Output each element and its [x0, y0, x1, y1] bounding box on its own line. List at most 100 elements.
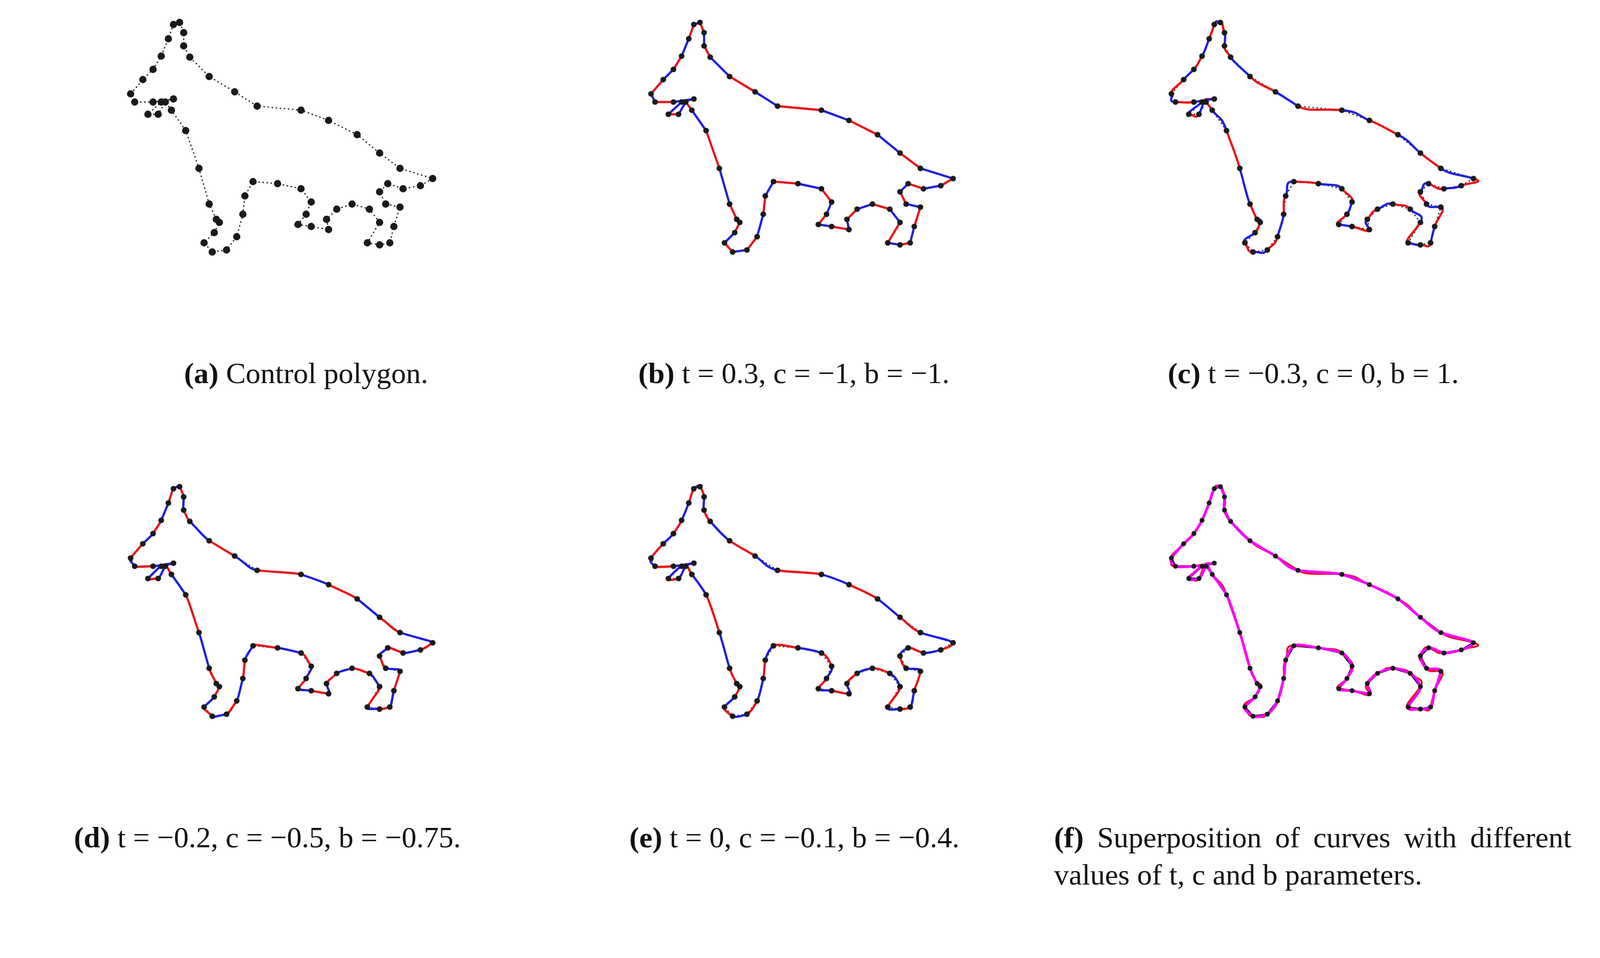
spline-segment — [797, 647, 822, 654]
control-point — [1228, 518, 1234, 524]
control-point — [920, 650, 927, 656]
spline-segment — [1443, 650, 1462, 654]
control-polygon — [651, 22, 954, 253]
spline-segment — [1434, 671, 1441, 691]
control-point — [1191, 563, 1197, 569]
control-point — [157, 98, 165, 106]
control-point — [701, 493, 707, 500]
control-point — [917, 629, 923, 636]
control-point — [307, 198, 315, 206]
control-point — [206, 665, 212, 671]
control-point — [1198, 98, 1205, 105]
caption-text: Superposition of curves with different v… — [1054, 820, 1572, 892]
spline-segment — [1430, 690, 1435, 708]
subfigure-caption: (b) t = 0.3, c = −1, b = −1. — [538, 354, 1049, 392]
spline-segment — [706, 594, 720, 633]
control-point — [376, 653, 383, 659]
control-point — [294, 685, 301, 692]
caption-text: t = 0, c = −0.1, b = −0.4. — [669, 820, 960, 855]
control-point — [208, 248, 216, 256]
control-point — [815, 685, 821, 692]
spline-segment — [1250, 668, 1258, 684]
control-point — [1441, 650, 1447, 656]
control-point — [690, 95, 697, 102]
control-point — [429, 175, 437, 183]
control-point — [652, 563, 658, 569]
control-point — [703, 127, 709, 134]
spline-segment — [1341, 574, 1370, 585]
control-point — [688, 107, 695, 113]
spline-segment — [1267, 701, 1278, 715]
control-point — [155, 575, 161, 582]
control-point — [1264, 246, 1270, 253]
control-point — [828, 663, 835, 669]
spline-segment — [821, 574, 849, 585]
caption-text: t = −0.3, c = 0, b = 1. — [1208, 356, 1460, 390]
control-point — [149, 98, 157, 106]
control-point — [760, 675, 766, 682]
control-point — [1437, 165, 1444, 171]
control-point — [1199, 517, 1205, 523]
spline-segment — [1341, 110, 1370, 121]
spline-segment — [198, 632, 210, 669]
spline-segment — [1250, 668, 1258, 684]
spline-segment — [171, 574, 186, 595]
control-point — [1190, 98, 1197, 105]
spline-segment — [1239, 632, 1250, 669]
spline-segment — [277, 647, 302, 654]
spline-segment — [185, 594, 199, 633]
control-point — [365, 205, 373, 213]
control-point — [818, 107, 824, 113]
spline-segment — [1420, 617, 1441, 633]
control-point — [1417, 706, 1423, 712]
spline-segment — [1226, 594, 1240, 633]
control-point — [1364, 681, 1370, 687]
spline-segment — [400, 632, 433, 643]
caption-text: t = 0.3, c = −1, b = −1. — [681, 356, 949, 390]
control-point — [131, 98, 139, 106]
spline-segment — [1175, 566, 1194, 567]
spline-segment — [1250, 668, 1258, 684]
spline-segment — [1318, 647, 1342, 654]
control-point — [874, 595, 881, 602]
control-point — [1427, 239, 1434, 246]
control-point — [1221, 29, 1228, 36]
control-point — [429, 639, 436, 646]
control-point — [396, 164, 404, 172]
control-point — [209, 713, 215, 719]
control-point — [1221, 507, 1228, 513]
control-point — [1315, 180, 1321, 187]
control-point — [774, 103, 781, 109]
control-point — [400, 650, 406, 656]
spline-segment — [1283, 660, 1286, 679]
control-point — [1470, 640, 1477, 646]
control-point — [1423, 665, 1430, 671]
spline-segment — [1408, 686, 1421, 708]
spline-segment — [1230, 521, 1250, 541]
control-point — [729, 713, 736, 719]
control-point — [325, 581, 332, 588]
control-point — [1221, 494, 1228, 500]
control-point — [1295, 567, 1301, 573]
control-polygon — [1171, 22, 1474, 253]
control-point — [665, 111, 671, 117]
control-point — [1405, 704, 1411, 710]
control-point — [1275, 698, 1281, 704]
spline-segment — [1250, 76, 1276, 92]
spline-segment — [1352, 690, 1370, 694]
control-point — [180, 493, 187, 500]
control-point — [1366, 226, 1372, 233]
control-point — [678, 563, 685, 569]
control-point — [384, 180, 392, 188]
spline-segment — [1397, 598, 1421, 618]
control-point — [1417, 150, 1423, 156]
control-point — [707, 54, 713, 60]
control-point — [754, 233, 760, 240]
control-point — [937, 646, 944, 653]
control-point — [754, 697, 760, 704]
control-point — [905, 180, 911, 187]
control-point — [195, 164, 203, 172]
control-point — [1438, 630, 1444, 636]
caption-text: t = −0.2, c = −0.5, b = −0.75. — [117, 820, 461, 855]
subfigure-letter: (a) — [184, 356, 219, 390]
